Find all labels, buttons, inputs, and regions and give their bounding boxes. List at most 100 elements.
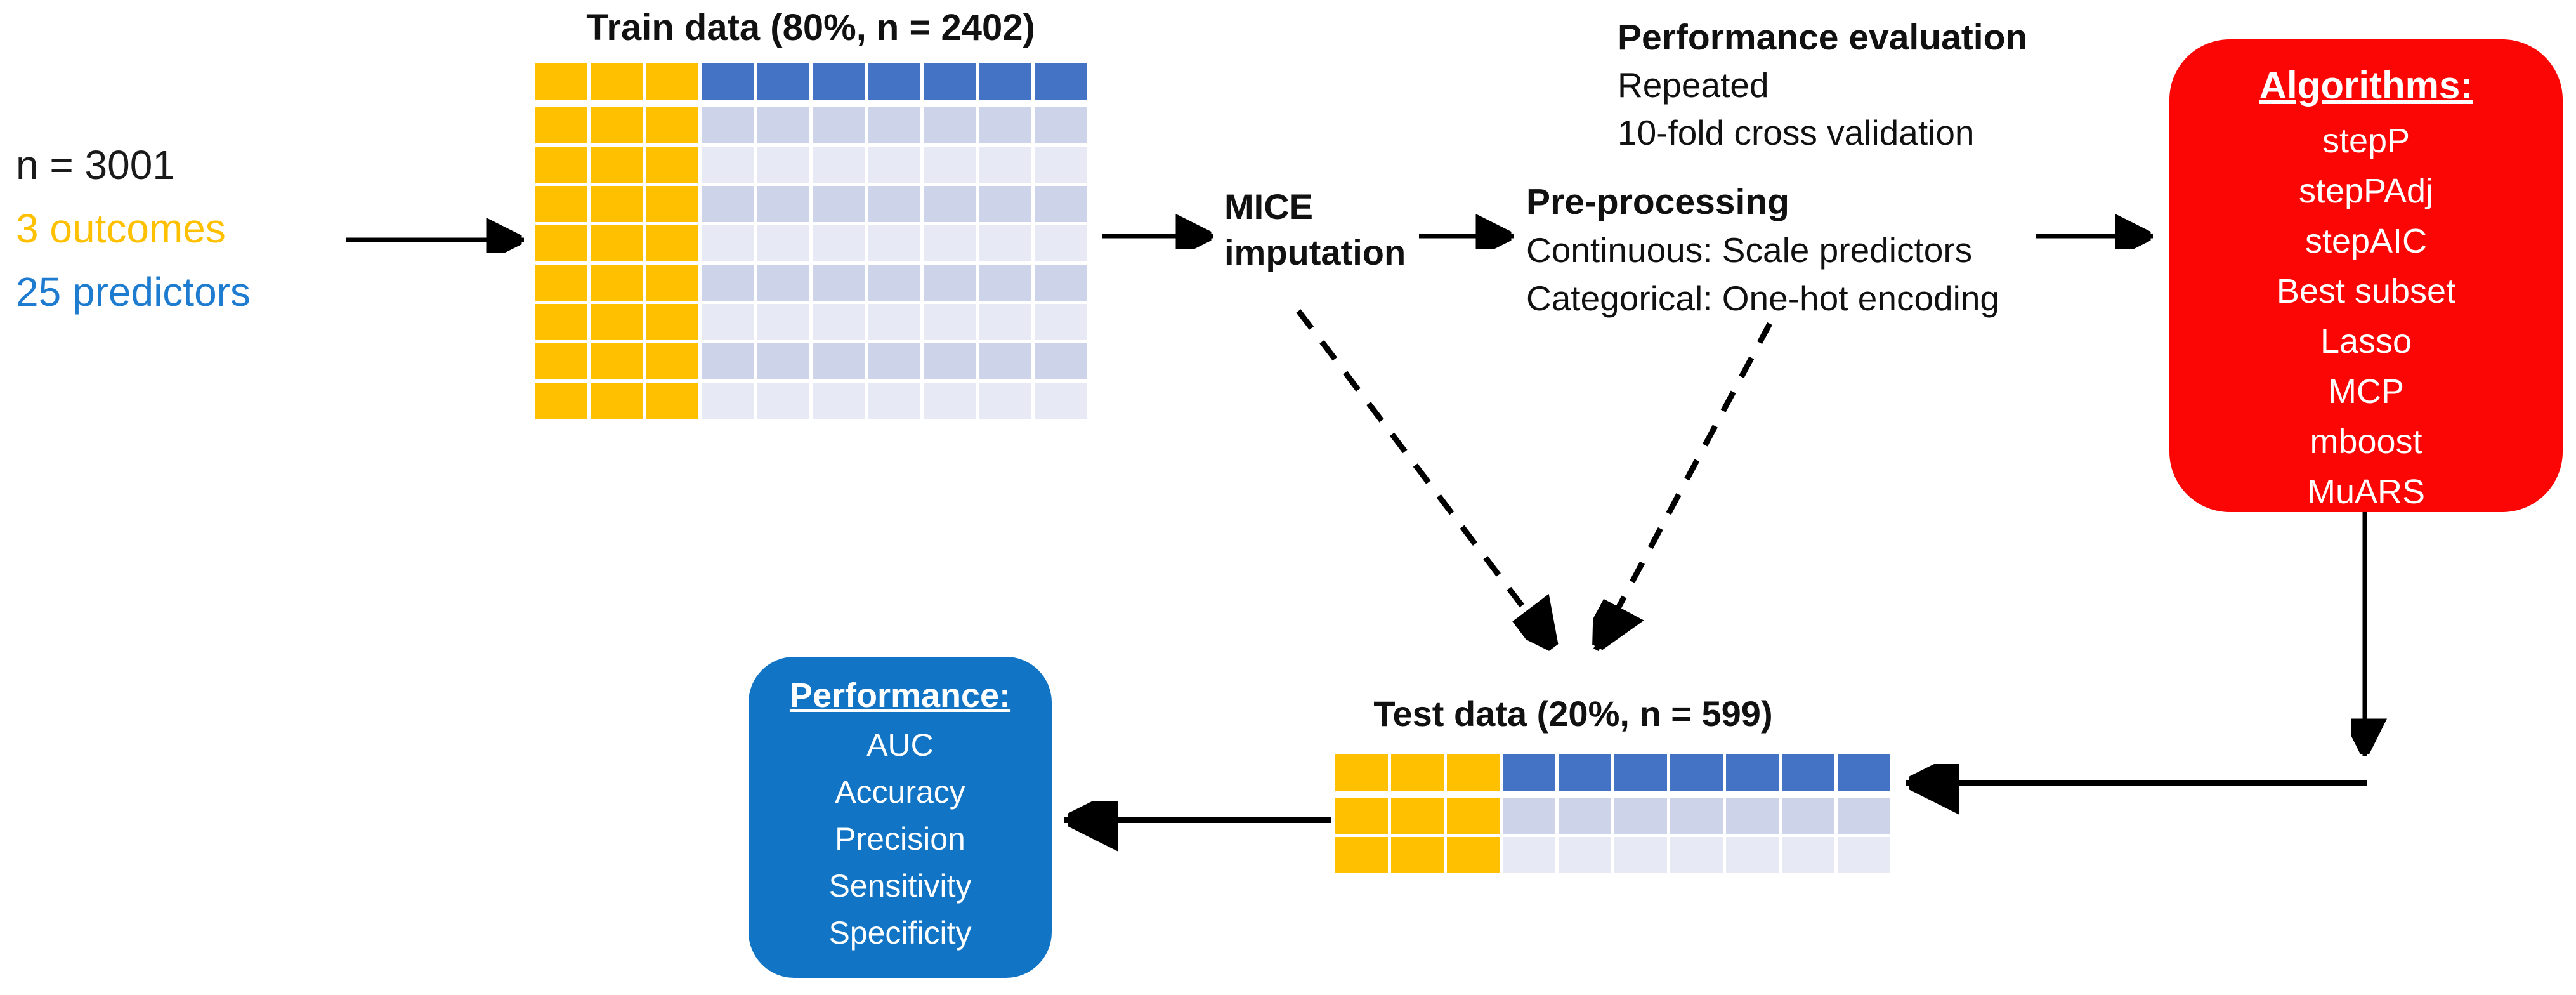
- outcome-cell: [590, 265, 643, 301]
- predictor-cell: [812, 147, 865, 183]
- grid-row: [535, 343, 1087, 379]
- predictor-cell: [979, 147, 1031, 183]
- grid-row: [1335, 837, 1890, 873]
- list-item: stepAIC: [2305, 222, 2428, 260]
- outcome-cell: [590, 186, 643, 222]
- test-data-matrix: [1335, 754, 1890, 876]
- predictor-cell: [1838, 798, 1890, 834]
- predictor-cell: [1838, 754, 1890, 791]
- predictor-cell: [757, 343, 809, 379]
- preprocessing-line1: Continuous: Scale predictors: [1526, 230, 1973, 270]
- predictor-cell: [868, 107, 920, 143]
- outcome-cell: [590, 343, 643, 379]
- predictor-cell: [1614, 798, 1667, 834]
- predictor-cell: [1782, 798, 1834, 834]
- dashed-arrow-mice-to-test: [1296, 309, 1555, 650]
- grid-row: [535, 383, 1087, 419]
- outcome-cell: [535, 304, 587, 340]
- outcome-cell: [590, 107, 643, 143]
- outcome-cell: [1335, 798, 1388, 834]
- predictor-cell: [1034, 343, 1087, 379]
- predictor-cell: [1034, 107, 1087, 143]
- predictor-cell: [979, 304, 1031, 340]
- predictor-cell: [757, 225, 809, 261]
- grid-row: [535, 225, 1087, 261]
- predictor-cell: [757, 63, 809, 100]
- predictor-cell: [1559, 754, 1611, 791]
- outcome-cell: [535, 383, 587, 419]
- predictor-cell: [1034, 265, 1087, 301]
- preprocessing-block: Pre-processing Continuous: Scale predict…: [1526, 178, 1999, 322]
- outcome-cell: [535, 147, 587, 183]
- train-data-title: Train data (80%, n = 2402): [586, 7, 1035, 48]
- outcome-cell: [535, 186, 587, 222]
- preprocessing-line2: Categorical: One-hot encoding: [1526, 279, 2000, 318]
- predictors-label: 25 predictors: [16, 269, 251, 315]
- evaluation-line2: 10-fold cross validation: [1618, 113, 1975, 152]
- predictor-cell: [701, 383, 754, 419]
- predictor-cell: [868, 304, 920, 340]
- predictor-cell: [923, 343, 976, 379]
- predictor-cell: [1034, 63, 1087, 100]
- predictor-cell: [868, 186, 920, 222]
- list-item: Sensitivity: [828, 868, 972, 904]
- predictor-cell: [868, 265, 920, 301]
- predictor-cell: [701, 225, 754, 261]
- list-item: mboost: [2310, 423, 2422, 461]
- predictor-cell: [1726, 837, 1779, 873]
- predictor-cell: [812, 225, 865, 261]
- outcome-cell: [646, 225, 698, 261]
- predictor-cell: [1838, 837, 1890, 873]
- outcome-cell: [646, 147, 698, 183]
- predictor-cell: [701, 186, 754, 222]
- predictor-cell: [979, 225, 1031, 261]
- list-item: AUC: [866, 727, 934, 763]
- predictor-cell: [868, 383, 920, 419]
- predictor-cell: [812, 304, 865, 340]
- list-item: stepPAdj: [2298, 172, 2434, 210]
- grid-row: [535, 147, 1087, 183]
- predictor-cell: [1782, 754, 1834, 791]
- predictor-cell: [812, 265, 865, 301]
- performance-evaluation-block: Performance evaluation Repeated 10-fold …: [1618, 14, 2027, 157]
- outcome-cell: [535, 265, 587, 301]
- outcome-cell: [646, 343, 698, 379]
- predictor-cell: [812, 383, 865, 419]
- outcome-cell: [1335, 837, 1388, 873]
- test-data-title: Test data (20%, n = 599): [1373, 694, 1773, 734]
- outcome-cell: [1447, 837, 1500, 873]
- outcomes-label: 3 outcomes: [16, 206, 226, 251]
- predictor-cell: [979, 186, 1031, 222]
- grid-row: [535, 186, 1087, 222]
- list-item: Accuracy: [835, 774, 965, 810]
- outcome-cell: [535, 63, 587, 100]
- list-item: MuARS: [2306, 473, 2426, 511]
- outcome-cell: [1391, 837, 1444, 873]
- predictor-cell: [979, 265, 1031, 301]
- predictor-cell: [812, 186, 865, 222]
- predictor-cell: [979, 343, 1031, 379]
- predictor-cell: [701, 265, 754, 301]
- predictor-cell: [1614, 837, 1667, 873]
- performance-evaluation-title: Performance evaluation: [1618, 17, 2028, 58]
- predictor-cell: [757, 186, 809, 222]
- predictor-cell: [757, 304, 809, 340]
- predictor-cell: [1503, 798, 1555, 834]
- outcome-cell: [1447, 798, 1500, 834]
- predictor-cell: [701, 343, 754, 379]
- predictor-cell: [923, 383, 976, 419]
- list-item: MCP: [2328, 372, 2404, 411]
- list-item: Best subset: [2276, 272, 2456, 310]
- predictor-cell: [868, 147, 920, 183]
- algorithms-title: Algorithms:: [2259, 64, 2473, 107]
- grid-row: [1335, 798, 1890, 834]
- outcome-cell: [535, 343, 587, 379]
- predictor-cell: [1503, 837, 1555, 873]
- predictor-cell: [701, 304, 754, 340]
- predictor-cell: [1726, 798, 1779, 834]
